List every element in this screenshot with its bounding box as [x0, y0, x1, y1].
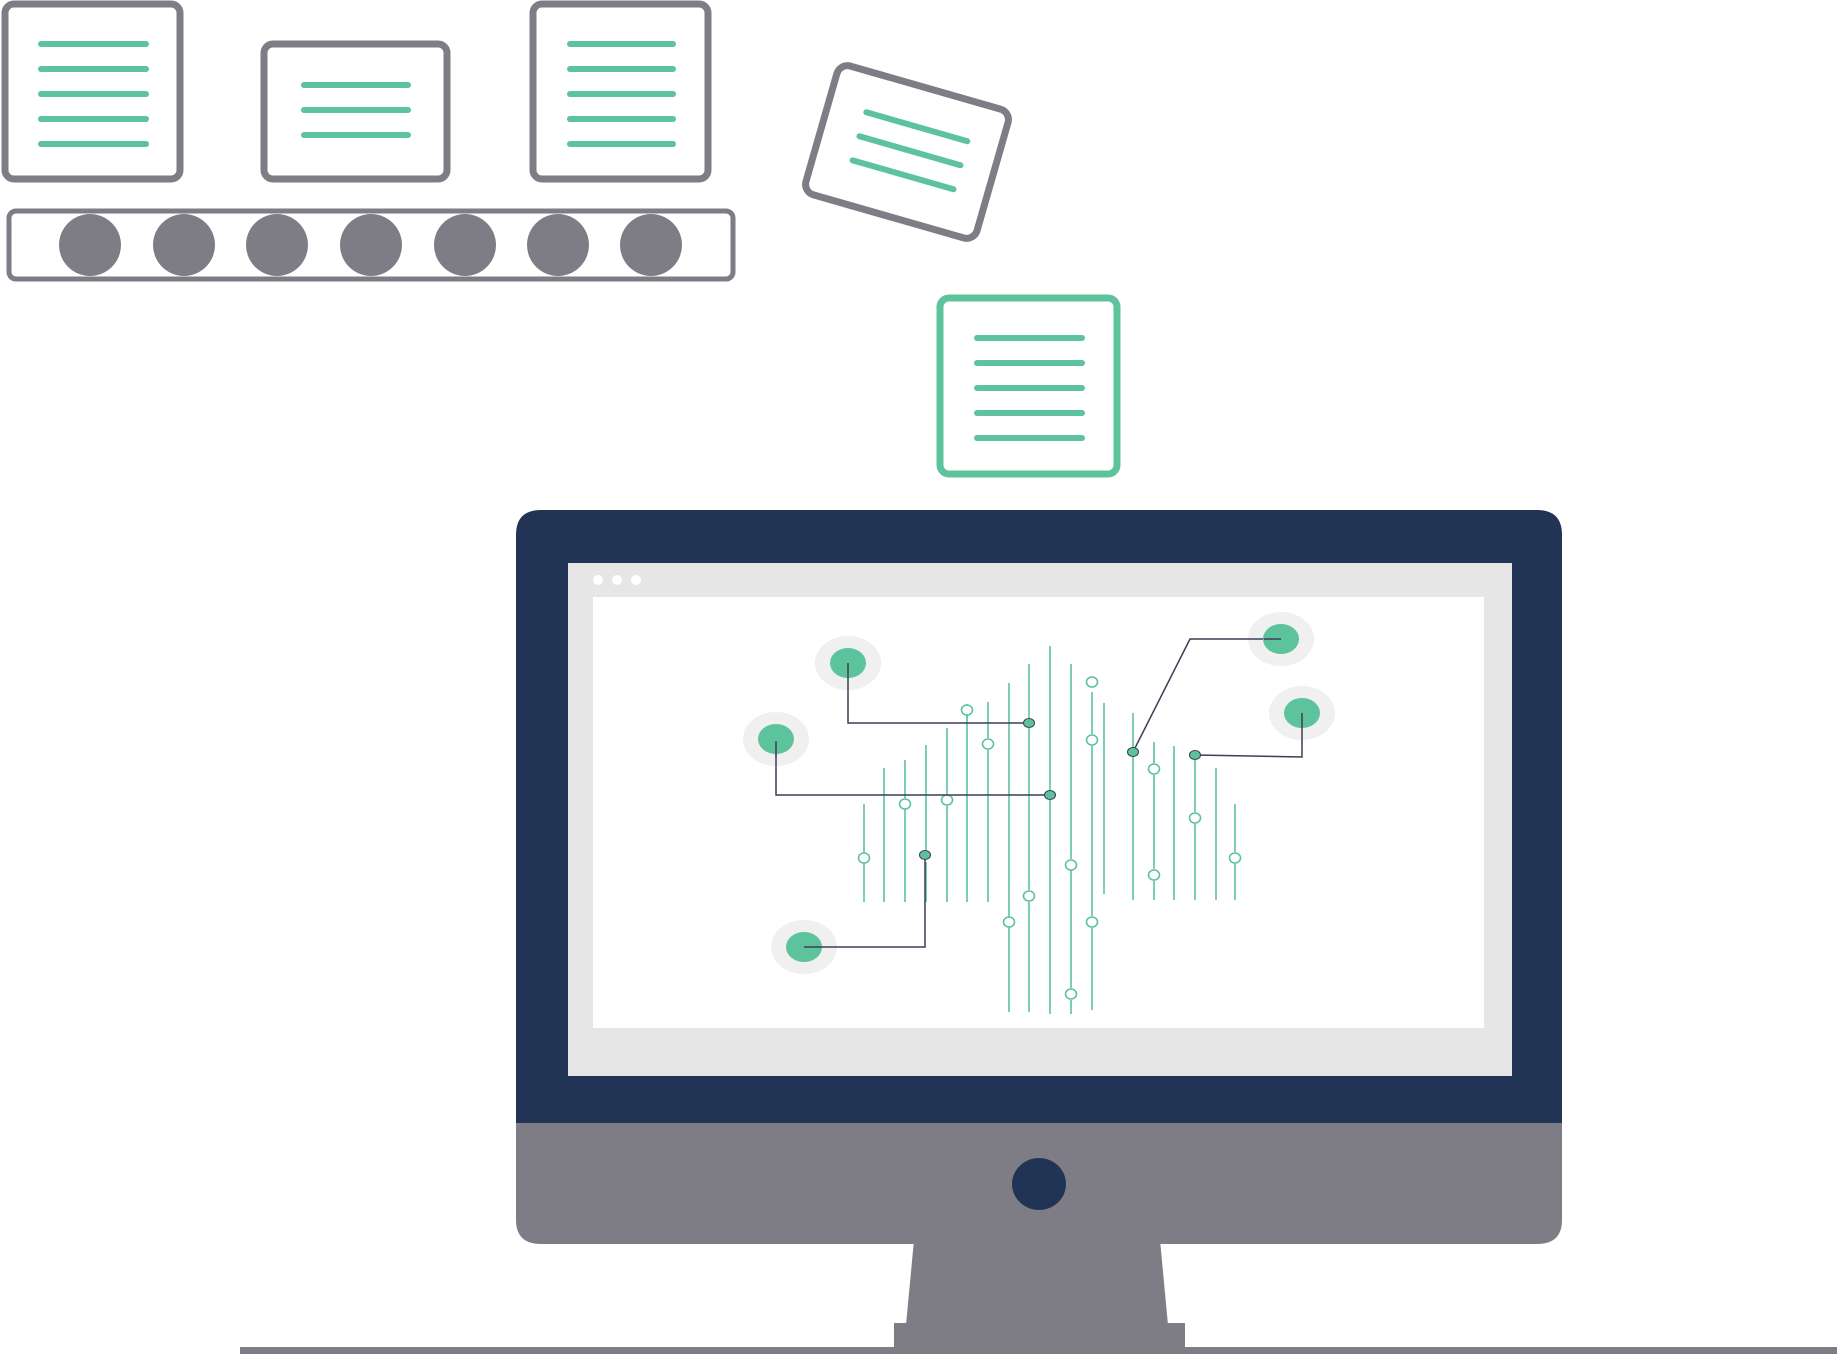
connector-endpoints: [919, 718, 1201, 860]
roller: [620, 214, 682, 276]
circuit-node: [1064, 988, 1078, 1000]
conveyor-rollers: [59, 214, 682, 276]
endpoint: [919, 850, 931, 860]
roller: [246, 214, 308, 276]
circuit-node: [1228, 852, 1242, 864]
conveyor-document-1: [1, 0, 184, 183]
circuit-node: [1002, 916, 1016, 928]
roller: [434, 214, 496, 276]
conveyor-belt: [6, 208, 736, 282]
circuit-node: [1085, 734, 1099, 746]
circuit-node: [898, 798, 912, 810]
green-node: [758, 724, 794, 754]
conveyor-document-3: [529, 0, 712, 183]
circuit-node: [1147, 763, 1161, 775]
circuit-node: [981, 738, 995, 750]
document-lines: [301, 82, 411, 138]
circuit-brain-icon: [743, 612, 1335, 1014]
falling-document: [802, 62, 1012, 242]
window-controls: [593, 575, 641, 585]
roller: [153, 214, 215, 276]
monitor-stand-base: [894, 1323, 1185, 1354]
circuit-node: [940, 794, 954, 806]
document-lines: [849, 109, 971, 193]
circuit-node: [960, 704, 974, 716]
connector-lines: [775, 638, 1303, 948]
window-dot: [612, 575, 622, 585]
endpoint: [1127, 747, 1139, 757]
circuit-node: [1085, 916, 1099, 928]
circuit-node: [1064, 859, 1078, 871]
endpoint: [1023, 718, 1035, 728]
connector-stubs: [775, 638, 1303, 948]
roller: [340, 214, 402, 276]
circuit-node: [1147, 869, 1161, 881]
document-lines: [567, 41, 676, 147]
circuit-nodes: [857, 676, 1242, 1000]
window-dot: [593, 575, 603, 585]
circuit-node: [1022, 890, 1036, 902]
desktop-monitor: [240, 510, 1837, 1354]
roller: [527, 214, 589, 276]
screen-content: [593, 597, 1484, 1028]
monitor-logo: [1012, 1158, 1066, 1210]
circuit-traces: [863, 646, 1236, 1014]
circuit-node: [1188, 812, 1202, 824]
endpoint: [1044, 790, 1056, 800]
circuit-node: [1085, 676, 1099, 688]
monitor-stand: [906, 1240, 1168, 1325]
window-dot: [631, 575, 641, 585]
endpoint: [1189, 750, 1201, 760]
document-lines: [38, 41, 149, 147]
roller: [59, 214, 121, 276]
processed-document: [936, 294, 1121, 478]
conveyor-document-2: [260, 40, 451, 183]
circuit-node: [857, 852, 871, 864]
document-lines: [974, 335, 1085, 441]
